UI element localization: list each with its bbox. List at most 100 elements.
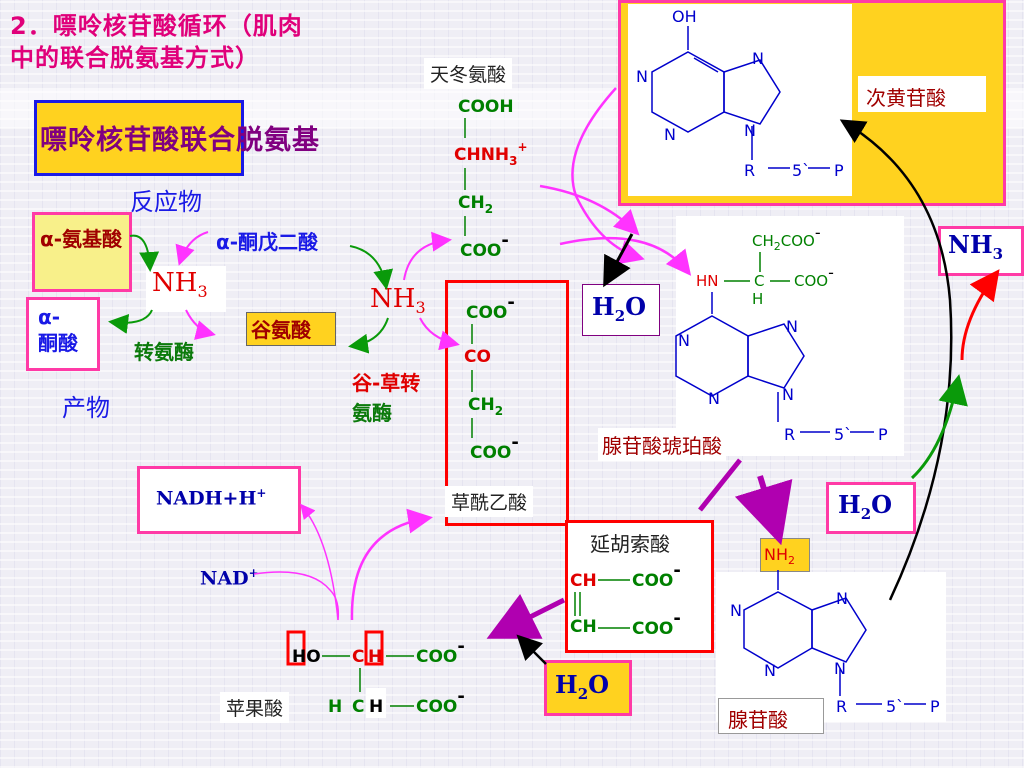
malate-h3: H	[369, 697, 383, 717]
as-ch2coo: CH2COO-	[752, 223, 821, 253]
arrow-ketoglutarate	[175, 231, 209, 266]
imp-n9: N	[744, 121, 756, 140]
imp-n7: N	[752, 49, 764, 68]
malate-ho: HO	[292, 647, 321, 667]
malate-h1: H	[368, 647, 382, 667]
arrow-malate-to-oxaloacetate	[350, 508, 433, 621]
amp-five: 5`	[886, 697, 904, 716]
nh3-left: NH3	[152, 268, 208, 302]
water-box-top	[582, 284, 660, 336]
imp-p: P	[834, 161, 844, 180]
product-label: 产物	[62, 394, 110, 422]
aspartate-cooh: COOH	[458, 97, 514, 117]
imp-ring	[651, 26, 830, 169]
arrow-nh3-to-aspartate	[403, 231, 452, 281]
amino-acid-label: α-氨基酸	[40, 226, 124, 252]
oxaloacetate-box	[445, 280, 569, 526]
glutamate-box	[246, 312, 336, 346]
arrow-water-into	[603, 233, 634, 288]
heading-text: 嘌呤核苷酸联合脱氨基	[40, 125, 320, 156]
arrow-red-nh3	[960, 269, 1000, 361]
amp-r: R	[836, 697, 847, 716]
imp-molecule-bg	[628, 4, 852, 196]
arrow-keto-from-nh3	[108, 309, 153, 334]
nh3-out: NH3	[948, 230, 1004, 263]
arrow-as-to-fumarate	[698, 458, 742, 512]
as-ring	[675, 292, 874, 433]
aspartate-label: 天冬氨酸	[424, 58, 513, 89]
oxaloacetate-coo2: COO-	[470, 432, 519, 463]
oxaloacetate-co: CO	[464, 347, 491, 367]
keto-acid-label: α- 酮酸	[38, 304, 78, 356]
nad-label: NAD+	[200, 566, 259, 590]
aspartate-coo: COO-	[460, 230, 509, 261]
amp-label: 腺苷酸	[728, 708, 788, 732]
as-coo: COO-	[794, 263, 834, 290]
reactant-label: 反应物	[130, 188, 202, 216]
keto-acid-line-2: 酮酸	[38, 331, 78, 355]
ketoglutarate-label: α-酮戊二酸	[216, 230, 319, 254]
malate-c1: C	[352, 647, 364, 667]
aspartate-ch2: CH2	[458, 193, 493, 216]
imp-label-box	[858, 76, 986, 112]
arrow-amp-to-imp	[839, 119, 953, 601]
nadh-label: NADH+H+	[156, 486, 267, 510]
arrow-to-transaminase	[185, 309, 216, 340]
imp-r: R	[744, 161, 755, 180]
imp-oh: OH	[672, 7, 697, 26]
fumarate-coo2: COO-	[632, 608, 681, 639]
slide-title: 2．嘌呤核苷酸循环（肌肉 中的联合脱氨基方式）	[10, 10, 410, 74]
oxaloacetate-ch2: CH2	[468, 395, 503, 418]
malate-label: 苹果酸	[220, 692, 290, 723]
arrow-amino-to-nh3	[129, 234, 160, 272]
arrow-aspartate-to-as	[539, 184, 640, 236]
as-h: H	[752, 290, 763, 308]
as-n3: N	[708, 389, 720, 408]
amp-nh2: NH2	[764, 545, 795, 567]
amino-acid-text: α-氨基酸	[40, 227, 123, 251]
nadh-box	[137, 466, 301, 534]
as-c: C	[754, 272, 764, 290]
got-line-2: 氨酶	[352, 401, 392, 425]
malate-h-box-2	[366, 688, 386, 718]
as-five: 5`	[834, 425, 852, 444]
fumarate-ch1: CH	[570, 571, 597, 591]
as-hn: HN	[696, 272, 719, 290]
title-line-1: 2．嘌呤核苷酸循环（肌肉	[10, 12, 303, 40]
amp-n3: N	[764, 661, 776, 680]
malate-ho-box	[286, 630, 306, 666]
got-line-1: 谷-草转	[352, 371, 421, 395]
malate-coo2: COO-	[416, 686, 465, 717]
title-line-2: 中的联合脱氨基方式）	[10, 44, 260, 72]
adenylosuccinate-bg	[676, 216, 904, 456]
fumarate-coo1: COO-	[632, 560, 681, 591]
amp-n9: N	[834, 659, 846, 678]
amp-n7: N	[836, 589, 848, 608]
malate-coo1: COO-	[416, 636, 465, 667]
amino-acid-box	[32, 212, 132, 292]
arrow-green-to-nh3	[910, 374, 968, 480]
imp-n1: N	[636, 67, 648, 86]
arrow-ketoglutarate-regen	[349, 245, 394, 290]
oxaloacetate-label: 草酰乙酸	[445, 486, 534, 517]
fumarate-label: 延胡索酸	[590, 532, 670, 556]
water-bottom: H2O	[555, 670, 610, 703]
water-top: H2O	[592, 292, 647, 325]
transaminase-label: 转氨酶	[134, 340, 194, 364]
malate-h-box	[364, 630, 384, 666]
as-r: R	[784, 425, 795, 444]
amp-label-box	[718, 698, 824, 734]
arrow-fumarate-to-malate	[486, 593, 566, 639]
heading-box	[34, 100, 244, 176]
arrow-glutamate-to-nh3	[348, 317, 389, 354]
arrow-imp-to-as	[571, 87, 645, 265]
as-p: P	[878, 425, 888, 444]
malate-h2: H	[328, 697, 342, 717]
keto-acid-box	[26, 297, 100, 371]
nh3-box-left	[146, 266, 226, 312]
amp-ring	[743, 570, 926, 705]
amp-n1: N	[730, 601, 742, 620]
malate-c2: C	[352, 697, 364, 717]
amp-bg	[716, 572, 946, 722]
